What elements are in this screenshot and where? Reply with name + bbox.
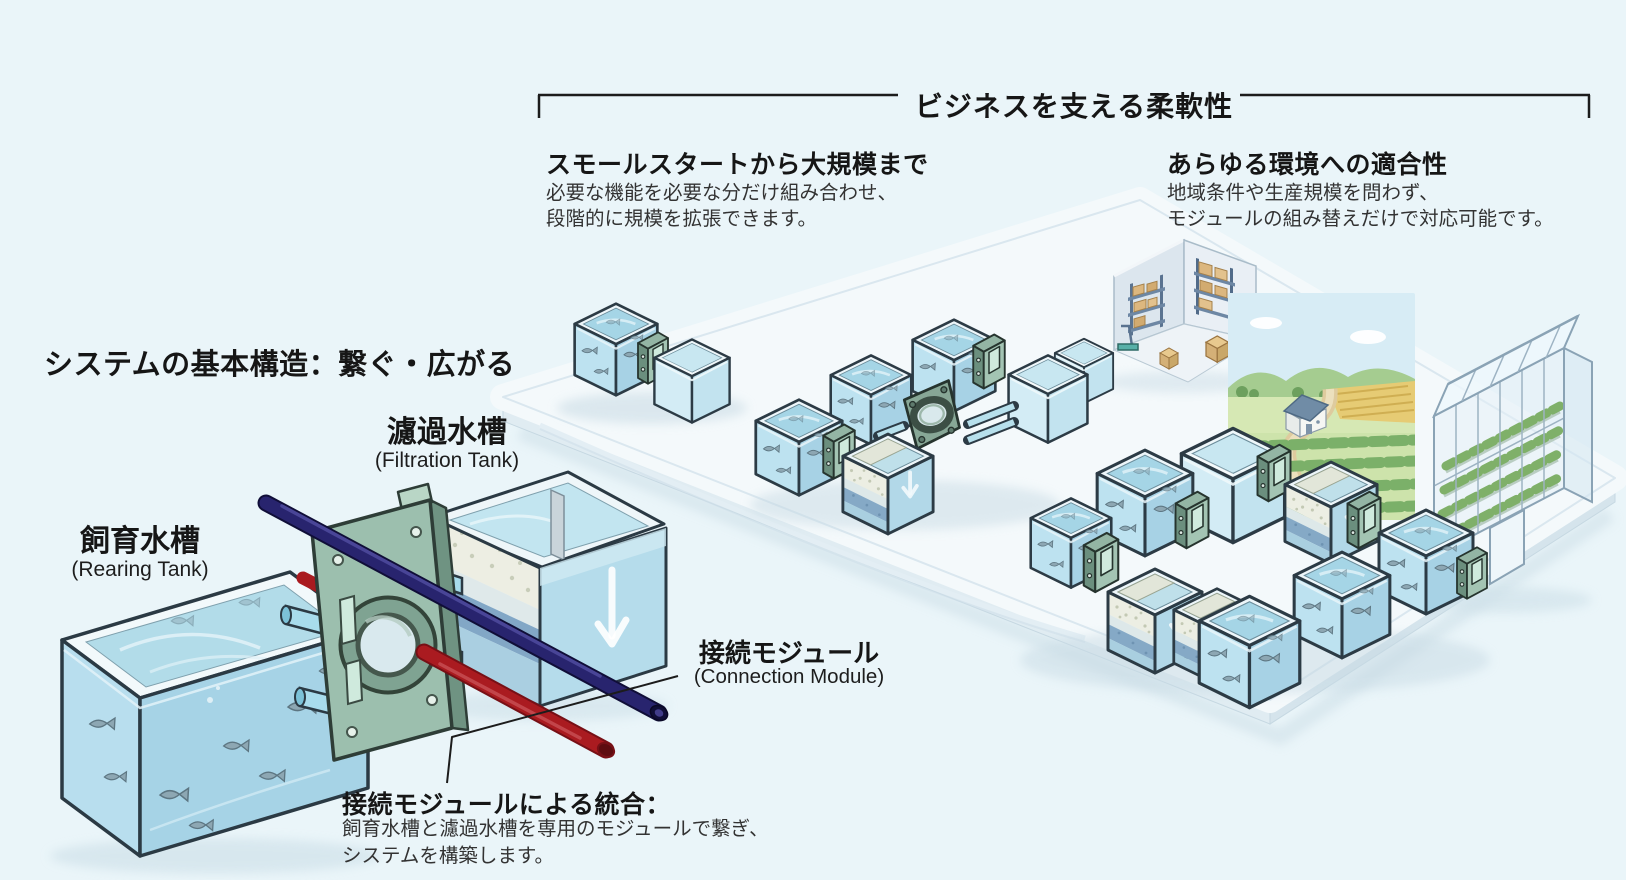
- rearing-tank-label: 飼育水槽 (Rearing Tank): [71, 527, 208, 581]
- tank-cluster-small: [557, 304, 747, 424]
- feature-scalability-heading: スモールスタートから大規模まで: [546, 151, 929, 179]
- rearing-tank-label-en: (Rearing Tank): [71, 558, 209, 581]
- drain-pipe-red: [415, 643, 616, 759]
- filtration-tank-label-jp: 濾過水槽: [386, 416, 507, 449]
- storage-room-illustration: [1103, 238, 1263, 393]
- feature-adaptability-heading: あらゆる環境への適合性: [1167, 151, 1448, 179]
- tank-cluster-large: [1020, 426, 1490, 707]
- integration-body: 飼育水槽と濾過水槽を専用のモジュールで繋ぎ、 システムを構築します。: [342, 816, 769, 870]
- feature-adaptability-line1: 地域条件や生産規模を問わず、: [1167, 182, 1439, 204]
- feature-adaptability-body: 地域条件や生産規模を問わず、 モジュールの組み替えだけで対応可能です。: [1167, 180, 1554, 232]
- flexibility-title: ビジネスを支える柔軟性: [914, 91, 1234, 122]
- farmhouse-icon: [1282, 394, 1330, 439]
- supply-pipe-navy: [257, 494, 669, 722]
- greenhouse-illustration: [1416, 313, 1593, 613]
- connection-module-illustration: [310, 482, 470, 762]
- connection-module-label-en: (Connection Module): [693, 665, 885, 688]
- integration-line2: システムを構築します。: [342, 845, 554, 867]
- integration-line1: 飼育水槽と濾過水槽を専用のモジュールで繋ぎ、: [342, 818, 769, 840]
- feature-scalability-body: 必要な機能を必要な分だけ組み合わせ、 段階的に規模を拡張できます。: [546, 180, 897, 232]
- rearing-tank-illustration: [50, 570, 380, 874]
- bracket-line: [537, 93, 1591, 118]
- tank-cluster-medium: [750, 320, 1115, 536]
- filtration-tank-label: 濾過水槽 (Filtration Tank): [375, 418, 519, 472]
- feature-adaptability-line2: モジュールの組み替えだけで対応可能です。: [1167, 208, 1554, 230]
- hand-cart-icon: [1117, 324, 1139, 351]
- connection-module-label: 接続モジュール (Connection Module): [694, 640, 884, 688]
- rearing-tank-label-jp: 飼育水槽: [80, 525, 200, 558]
- farmland-illustration: [1228, 293, 1415, 520]
- integration-heading: 接続モジュールによる統合：: [342, 791, 672, 819]
- feature-scalability-line1: 必要な機能を必要な分だけ組み合わせ、: [546, 182, 898, 204]
- structure-heading: システムの基本構造：繋ぐ・広がる: [44, 349, 516, 381]
- filtration-tank-label-en: (Filtration Tank): [374, 449, 520, 472]
- connection-module-label-jp: 接続モジュール: [698, 638, 880, 668]
- feature-scalability-line2: 段階的に規模を拡張できます。: [546, 208, 818, 230]
- leader-line: [446, 675, 679, 784]
